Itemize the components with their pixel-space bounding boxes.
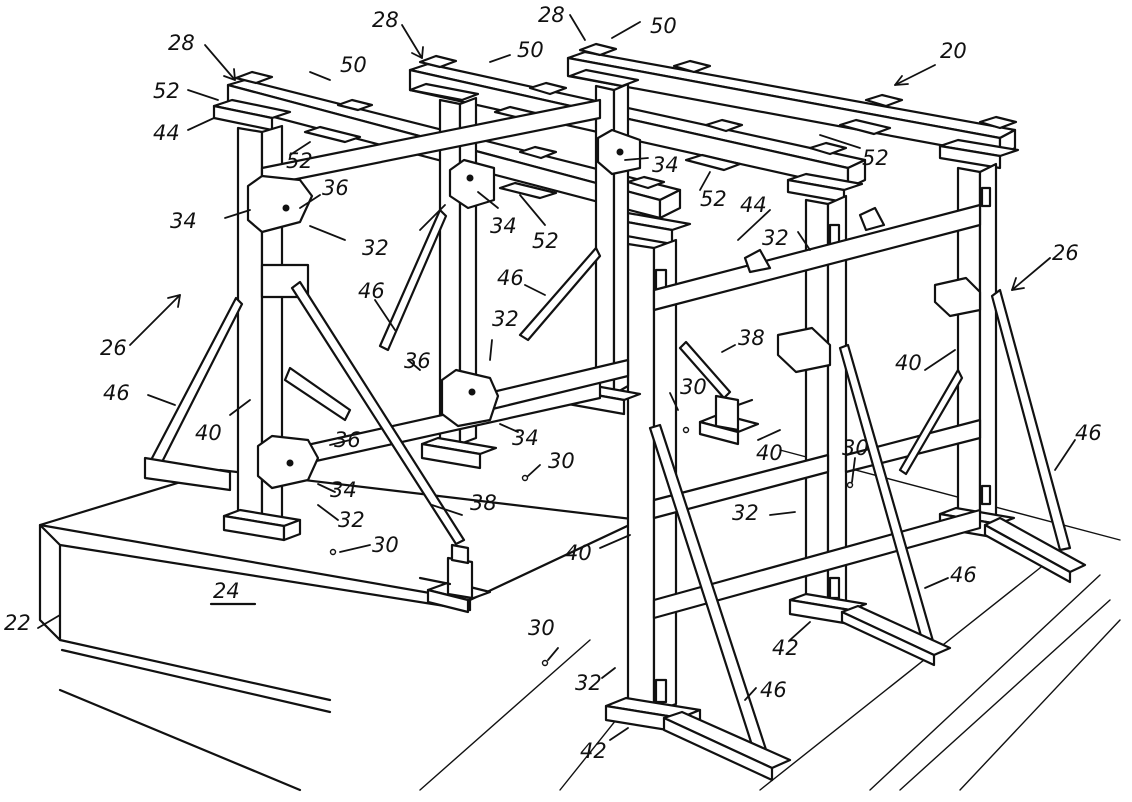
side-clamp-brackets (260, 206, 982, 374)
label-40-front: 40 (565, 541, 592, 565)
label-38-left: 38 (470, 491, 497, 515)
label-46-front: 46 (760, 678, 787, 702)
label-52-left: 52 (153, 79, 180, 103)
label-28-right: 28 (538, 3, 565, 27)
label-50-left: 50 (340, 53, 367, 77)
label-40-left: 40 (195, 421, 222, 445)
label-30-center: 30 (548, 449, 575, 473)
column-middle-right (786, 172, 868, 626)
label-34-lower: 34 (330, 478, 357, 502)
label-38-right: 38 (738, 326, 765, 350)
label-26-left: 26 (100, 336, 127, 360)
label-32-lower-right: 32 (732, 501, 759, 525)
label-36-upper: 36 (322, 176, 349, 200)
bracket-lower-mid (440, 368, 500, 428)
label-32-front: 32 (575, 671, 602, 695)
label-50-right: 50 (650, 14, 677, 38)
label-52-lower: 52 (532, 229, 559, 253)
anchor-bolts-30 (329, 426, 854, 667)
leader-lines (37, 14, 1076, 741)
label-44-left: 44 (153, 121, 180, 145)
label-34-mid: 34 (490, 214, 517, 238)
label-46-left: 46 (103, 381, 130, 405)
diagonal-braces (143, 208, 1087, 782)
label-34-lower-mid: 34 (512, 426, 539, 450)
label-36-mid: 36 (404, 349, 431, 373)
label-28-left: 28 (168, 31, 195, 55)
label-52-right: 52 (862, 146, 889, 170)
label-30-lower: 30 (528, 616, 555, 640)
bracket-upper-left (246, 174, 314, 234)
label-40-center: 40 (756, 441, 783, 465)
base-slab (38, 449, 1121, 792)
label-46-lower: 46 (950, 563, 977, 587)
label-20: 20 (940, 39, 967, 63)
label-30-right: 30 (680, 375, 707, 399)
bracket-upper-mid (448, 158, 496, 210)
bracket-lower-left (256, 434, 320, 490)
label-30-lower-left: 30 (372, 533, 399, 557)
label-46-center: 46 (497, 266, 524, 290)
jack-arms (290, 280, 732, 546)
label-32-mid: 32 (492, 307, 519, 331)
label-34-rear: 34 (652, 153, 679, 177)
label-42-front: 42 (580, 739, 607, 763)
label-32-right: 32 (762, 226, 789, 250)
label-46-mid: 46 (358, 279, 385, 303)
label-36-lower: 36 (334, 428, 361, 452)
jack-right (698, 394, 760, 446)
reference-numerals: 20 28 28 28 50 50 50 52 44 52 52 52 52 3… (4, 3, 1102, 763)
label-28-mid: 28 (372, 8, 399, 32)
jack-left (418, 543, 492, 614)
label-24: 24 (213, 579, 240, 603)
label-52-upper: 52 (286, 149, 313, 173)
label-22: 22 (4, 611, 31, 635)
label-42-mid: 42 (772, 636, 799, 660)
label-30-rear: 30 (842, 436, 869, 460)
label-50-mid: 50 (517, 38, 544, 62)
label-40-rear: 40 (895, 351, 922, 375)
label-44-right: 44 (740, 193, 767, 217)
label-46-far-right: 46 (1075, 421, 1102, 445)
label-32-lower: 32 (338, 508, 365, 532)
top-beam-rear (566, 42, 1018, 158)
label-34-upper: 34 (170, 209, 197, 233)
label-52-center: 52 (700, 187, 727, 211)
label-26-right: 26 (1052, 241, 1079, 265)
bracket-upper-rear (596, 128, 642, 176)
label-32-upper: 32 (362, 236, 389, 260)
